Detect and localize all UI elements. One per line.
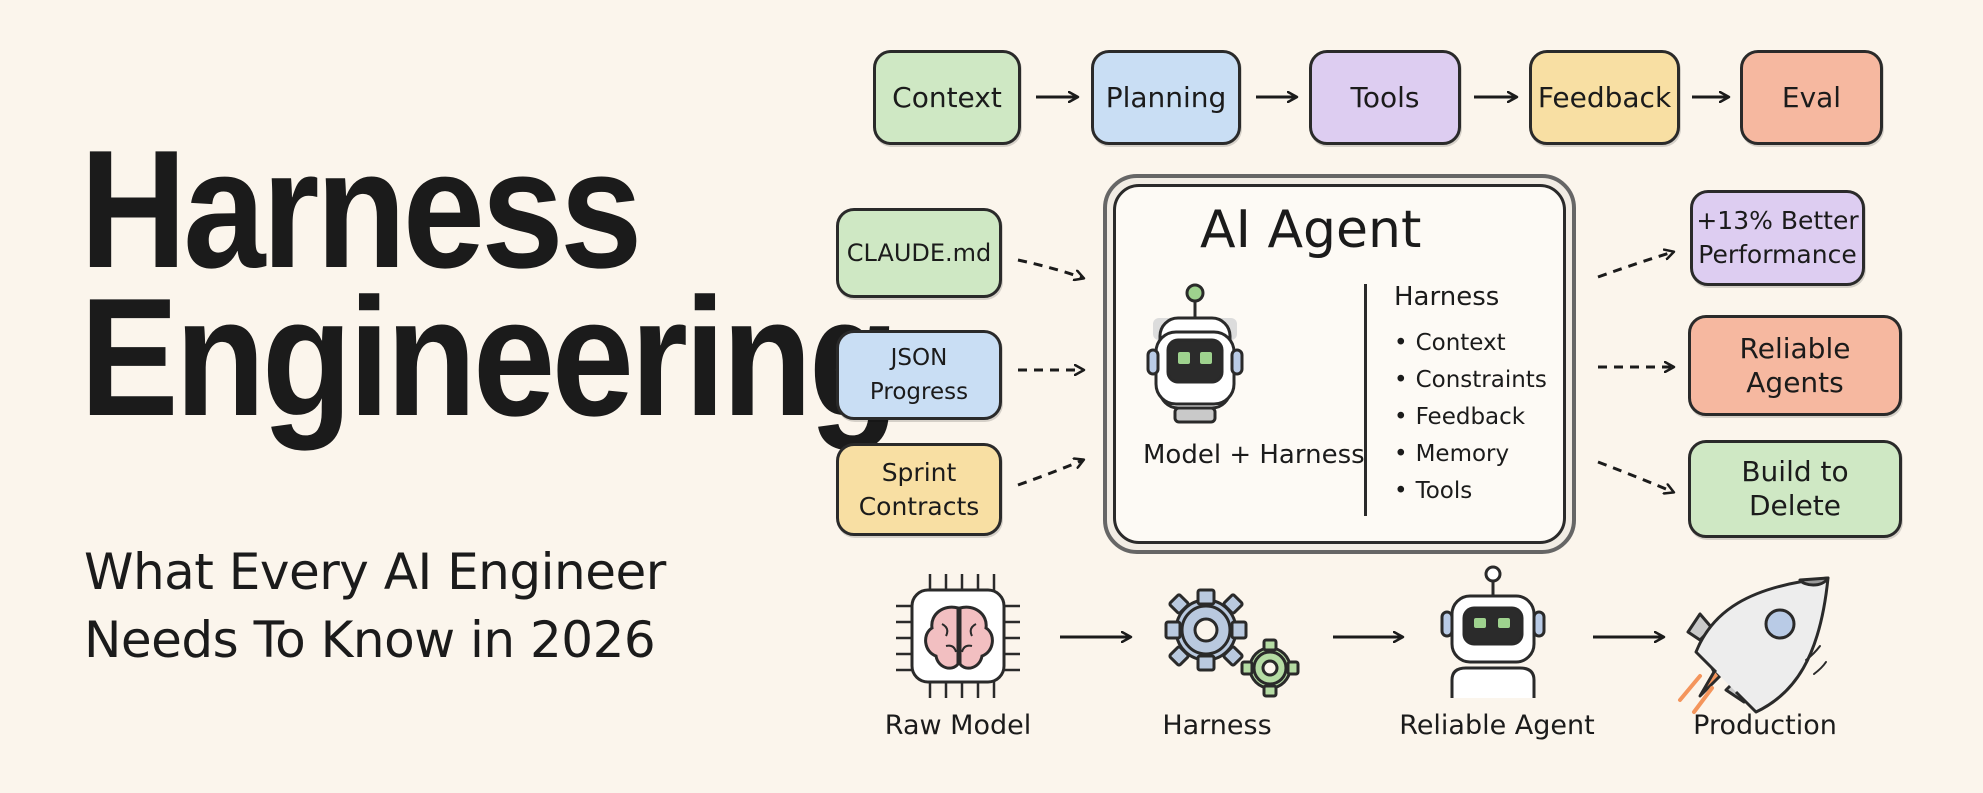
outcome-build-to-delete: Build to Delete (1688, 440, 1902, 538)
robot-icon (1440, 565, 1546, 698)
harness-item: Constraints (1394, 362, 1547, 399)
title-line-1: Harness (80, 115, 642, 303)
harness-heading: Harness (1394, 282, 1500, 312)
pipeline-feedback: Feedback (1529, 50, 1680, 145)
arrow-agent-performance (1597, 252, 1673, 279)
main-title: Harness Engineering (80, 115, 899, 451)
robot-icon (1146, 283, 1244, 424)
subtitle-line-2: Needs To Know in 2026 (84, 611, 656, 669)
performance-line-2: Performance (1698, 240, 1857, 269)
input-claude-md: CLAUDE.md (836, 208, 1002, 298)
harness-list: Context Constraints Feedback Memory Tool… (1394, 325, 1547, 510)
pipeline-context: Context (873, 50, 1021, 145)
gears-icon (1164, 588, 1300, 698)
harness-item: Feedback (1394, 399, 1547, 436)
input-json-progress: JSON Progress (836, 330, 1002, 420)
harness-item: Tools (1394, 473, 1547, 510)
step-production: Production (1693, 710, 1837, 741)
build-line-1: Build to (1741, 455, 1849, 488)
step-harness: Harness (1162, 710, 1272, 741)
arrow-sprint-agent (1017, 460, 1083, 487)
title-line-2: Engineering (80, 263, 899, 451)
agent-title: AI Agent (1200, 200, 1422, 260)
pipeline-tools: Tools (1309, 50, 1461, 145)
performance-line-1: +13% Better (1696, 206, 1859, 235)
pipeline-eval: Eval (1740, 50, 1883, 145)
step-reliable-agent: Reliable Agent (1399, 710, 1595, 741)
brain-chip-icon (896, 574, 1020, 698)
agent-divider (1364, 284, 1367, 516)
outcome-performance: +13% Better Performance (1690, 190, 1865, 286)
rocket-icon (1678, 576, 1830, 714)
subtitle: What Every AI Engineer Needs To Know in … (84, 538, 666, 674)
outcome-reliable-agents: Reliable Agents (1688, 315, 1902, 416)
step-raw-model: Raw Model (884, 710, 1032, 741)
sprint-label-line-1: Sprint (881, 457, 957, 487)
reliable-line-1: Reliable (1739, 331, 1851, 365)
harness-item: Memory (1394, 436, 1547, 473)
subtitle-line-1: What Every AI Engineer (84, 543, 666, 601)
arrow-claude-agent (1017, 258, 1083, 278)
reliable-line-2: Agents (1746, 365, 1844, 399)
harness-item: Context (1394, 325, 1547, 362)
input-sprint-contracts: Sprint Contracts (836, 443, 1002, 536)
sprint-label-line-2: Contracts (858, 491, 980, 521)
arrow-agent-build (1597, 460, 1673, 492)
pipeline-planning: Planning (1091, 50, 1241, 145)
model-harness-label: Model + Harness (1143, 440, 1365, 470)
build-line-2: Delete (1749, 489, 1841, 522)
